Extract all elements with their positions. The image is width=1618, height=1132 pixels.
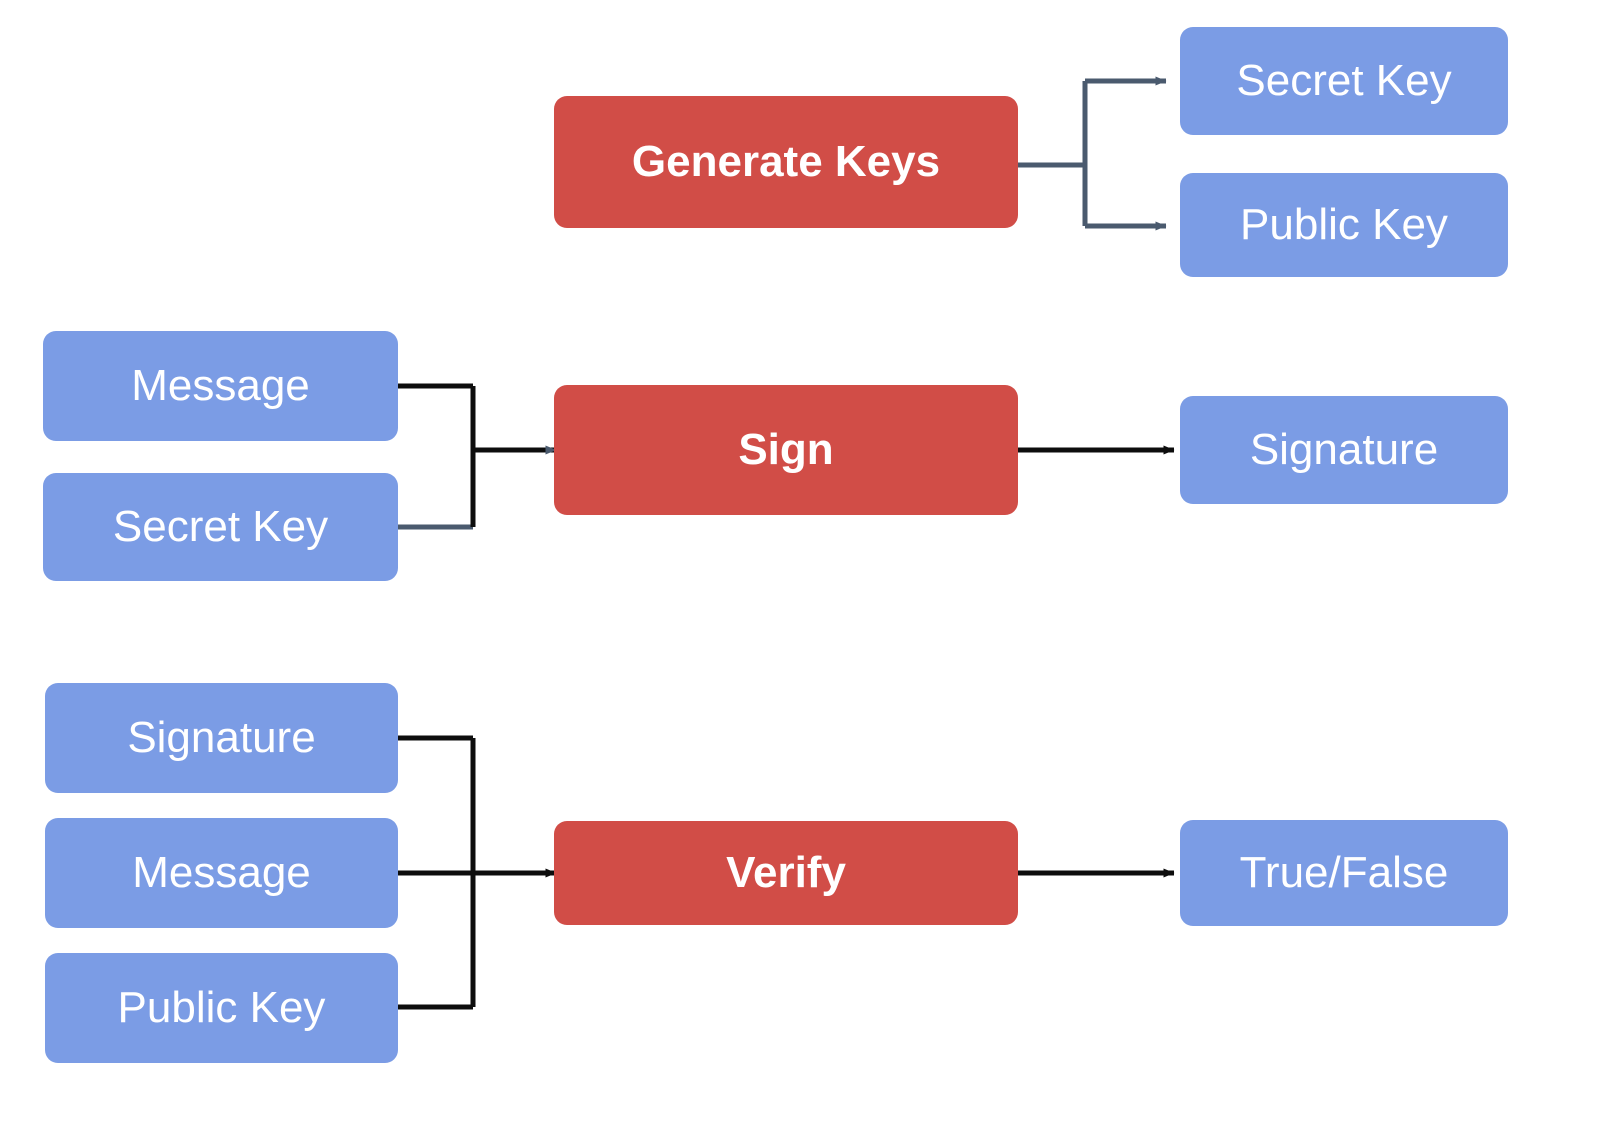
- node-sign-process-label: Sign: [738, 424, 834, 474]
- node-signature-verify-input-label: Signature: [127, 712, 316, 762]
- node-generate-keys[interactable]: Generate Keys: [554, 96, 1018, 228]
- node-true-false-output-label: True/False: [1239, 847, 1449, 897]
- node-signature-output-label: Signature: [1249, 424, 1439, 474]
- node-secret-key-sign-input-label: Secret Key: [112, 501, 329, 551]
- node-sign-process[interactable]: Sign: [554, 385, 1018, 515]
- node-signature-output[interactable]: Signature: [1180, 396, 1508, 504]
- node-verify-process-label: Verify: [726, 847, 846, 897]
- node-message-verify-input-label: Message: [132, 847, 311, 897]
- node-secret-key-output[interactable]: Secret Key: [1180, 27, 1508, 135]
- node-secret-key-output-label: Secret Key: [1236, 55, 1452, 105]
- node-public-key-verify-input-label: Public Key: [117, 982, 326, 1032]
- node-message-sign-input[interactable]: Message: [43, 331, 398, 441]
- edge-generate-keys-split: [1018, 81, 1088, 226]
- node-secret-key-sign-input[interactable]: Secret Key: [43, 473, 398, 581]
- node-public-key-output[interactable]: Public Key: [1180, 173, 1508, 277]
- node-signature-verify-input[interactable]: Signature: [45, 683, 398, 793]
- node-message-sign-input-label: Message: [131, 360, 310, 410]
- node-public-key-verify-input[interactable]: Public Key: [45, 953, 398, 1063]
- node-generate-keys-label: Generate Keys: [631, 136, 941, 186]
- node-true-false-output[interactable]: True/False: [1180, 820, 1508, 926]
- node-public-key-output-label: Public Key: [1240, 199, 1448, 249]
- node-verify-process[interactable]: Verify: [554, 821, 1018, 925]
- node-message-verify-input[interactable]: Message: [45, 818, 398, 928]
